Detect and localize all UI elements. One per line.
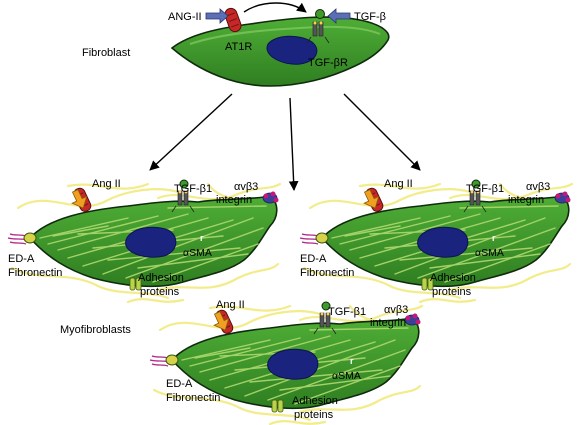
integrin-label-right-2: integrin — [508, 194, 544, 206]
adhesion-label-right: Adhesion — [430, 272, 476, 284]
integrin-label-bottom-2: integrin — [370, 317, 406, 329]
at1r-receptor — [224, 7, 242, 33]
fibroblast-nucleus — [266, 35, 318, 65]
fibroblast-cell — [170, 7, 390, 87]
tgf-beta-receptor — [306, 9, 330, 44]
r-label-left: r — [200, 233, 204, 243]
arrow-to-right-myofibroblast — [343, 93, 421, 171]
ang-ii-label-left: Ang II — [92, 178, 121, 190]
ang-ii-arrow-right — [363, 189, 380, 209]
ang-ii-label-bottom: Ang II — [216, 299, 245, 311]
ang-ii-arrow-bottom — [213, 311, 230, 331]
alpha-sma-label-right: αSMA — [475, 247, 504, 259]
ed-a-label-right: ED-A — [300, 253, 327, 265]
tgf-beta-r-label: TGF-βR — [308, 57, 348, 69]
tgf-beta1-label-left: TGF-β1 — [174, 183, 212, 195]
tgf-beta-label: TGF-β — [354, 11, 386, 23]
ang-ii-input-arrow — [205, 8, 229, 24]
myofibroblasts-caption: Myofibroblasts — [60, 324, 131, 336]
fibronectin-label-left: Fibronectin — [8, 267, 62, 279]
tgf-beta1-label-bottom: TGF-β1 — [328, 306, 366, 318]
proteins-label-right: proteins — [432, 286, 472, 298]
fibronectin-label-bottom: Fibronectin — [166, 392, 220, 404]
ed-a-label-bottom: ED-A — [166, 378, 193, 390]
arrow-to-left-myofibroblast — [149, 93, 233, 171]
proteins-label-left: proteins — [140, 286, 180, 298]
arrow-to-bottom-myofibroblast — [288, 97, 299, 191]
integrin-label-left-2: integrin — [216, 194, 252, 206]
fibronectin-label-right: Fibronectin — [300, 267, 354, 279]
alpha-sma-label-left: αSMA — [183, 247, 212, 259]
alpha-sma-label-bottom: αSMA — [332, 370, 361, 382]
fibroblast-label: Fibroblast — [82, 47, 130, 59]
adhesion-label-left: Adhesion — [138, 272, 184, 284]
at1r-label: AT1R — [225, 41, 252, 53]
r-label-right: r — [492, 233, 496, 243]
ang-ii-label-right: Ang II — [384, 178, 413, 190]
proteins-label-bottom: proteins — [294, 409, 334, 421]
ang-ii-label: ANG-II — [168, 11, 202, 23]
signaling-arrow — [243, 2, 307, 13]
tgf-beta1-label-right: TGF-β1 — [466, 183, 504, 195]
ed-a-label-left: ED-A — [8, 253, 35, 265]
r-label-bottom: r — [350, 356, 354, 366]
integrin-label-right-1: αvβ3 — [526, 181, 550, 193]
ang-ii-arrow-left — [71, 189, 88, 209]
adhesion-label-bottom: Adhesion — [292, 395, 338, 407]
integrin-label-bottom-1: αvβ3 — [384, 304, 408, 316]
tgf-beta-input-arrow — [327, 8, 351, 24]
integrin-label-left-1: αvβ3 — [234, 181, 258, 193]
